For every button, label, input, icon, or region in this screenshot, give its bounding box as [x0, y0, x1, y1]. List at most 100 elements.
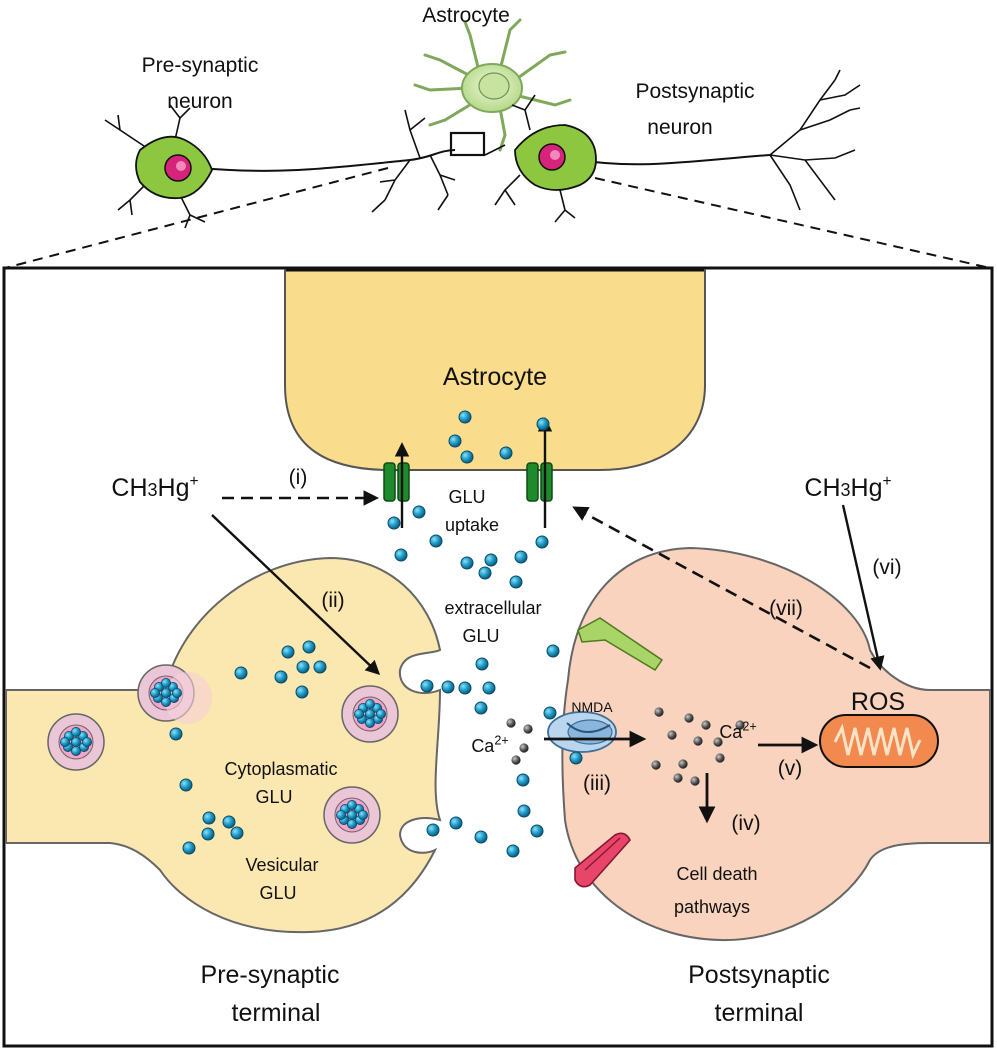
vesicular-glutamate-molecule	[375, 709, 386, 720]
glutamate-molecules	[60, 410, 583, 858]
calcium-right-label: Ca2+	[719, 719, 756, 742]
calcium-ion	[511, 755, 521, 765]
vesicular-glutamate-molecule	[335, 810, 346, 821]
glutamate-molecule	[182, 841, 196, 855]
pre-neuron-nucleolus	[176, 161, 186, 171]
glutamate-molecule	[569, 751, 583, 765]
top-astrocyte	[413, 18, 572, 152]
glutamate-molecule	[234, 666, 248, 680]
glutamate-molecule	[387, 516, 401, 530]
glutamate-molecule	[460, 556, 474, 570]
glutamate-molecule	[441, 680, 455, 694]
post-neuron-nucleolus	[550, 150, 560, 160]
extracellular-label-2: GLU	[462, 626, 499, 646]
vesicular-glutamate-molecule	[160, 697, 171, 708]
calcium-ion	[713, 737, 723, 747]
pre-terminal-label-2: terminal	[232, 999, 321, 1027]
glutamate-molecule	[517, 804, 531, 818]
pre-neuron-label-1: Pre-synaptic	[142, 54, 259, 77]
glu-transporter-left	[383, 462, 410, 502]
pre-axon	[199, 149, 456, 172]
toxin-right-label: CH3Hg+	[804, 473, 891, 502]
glutamate-molecule	[202, 811, 216, 825]
calcium-ion	[519, 743, 529, 753]
glutamate-molecule	[295, 685, 309, 699]
post-axon-branches	[769, 69, 861, 211]
cytoplasmatic-label-2: GLU	[255, 787, 292, 807]
glutamate-molecule	[458, 410, 472, 424]
post-terminal-label-1: Postsynaptic	[688, 961, 830, 989]
calcium-ion	[667, 730, 677, 740]
calcium-ion	[678, 759, 688, 769]
glutamate-molecule	[478, 566, 492, 580]
glutamate-molecule	[412, 505, 426, 519]
calcium-ion	[654, 707, 664, 717]
post-terminal-label-2: terminal	[715, 999, 804, 1027]
glu-uptake-label-1: GLU	[448, 487, 485, 507]
glutamate-molecule	[509, 575, 523, 589]
toxin-left-label: CH3Hg+	[111, 473, 198, 502]
glutamate-molecule	[458, 681, 472, 695]
pre-terminal-branches	[371, 109, 456, 213]
pre-terminal-label-1: Pre-synaptic	[201, 961, 340, 989]
glutamate-molecule	[536, 417, 550, 431]
step-vii-label: (vii)	[769, 597, 803, 620]
calcium-left-label: Ca2+	[471, 733, 508, 756]
extracellular-label-1: extracellular	[444, 598, 541, 618]
cytoplasmatic-label-1: Cytoplasmatic	[224, 759, 337, 779]
glutamate-molecule	[535, 535, 549, 549]
glutamate-molecule	[474, 701, 488, 715]
astrocyte-process	[284, 269, 706, 471]
glutamate-molecule	[230, 826, 244, 840]
calcium-ion	[651, 760, 661, 770]
glutamate-molecule	[499, 446, 513, 460]
glutamate-molecule	[426, 823, 440, 837]
glu-transporter-right	[526, 462, 553, 502]
calcium-ion	[506, 718, 516, 728]
glutamate-molecule	[514, 550, 528, 564]
glutamate-molecule	[516, 773, 530, 787]
step-i-label: (i)	[289, 466, 308, 489]
glutamate-molecule	[222, 815, 236, 829]
vesicular-glutamate-molecule	[171, 688, 182, 699]
glutamate-molecule	[475, 657, 489, 671]
calcium-ion	[693, 736, 703, 746]
glutamate-molecule	[420, 679, 434, 693]
calcium-ion	[673, 773, 683, 783]
post-neuron-label-1: Postsynaptic	[635, 80, 754, 103]
calcium-ion	[684, 713, 694, 723]
glutamate-molecule	[429, 534, 443, 548]
top-astrocyte-label: Astrocyte	[422, 4, 510, 27]
inset-astrocyte-label: Astrocyte	[443, 363, 547, 391]
step-iv-label: (iv)	[731, 812, 760, 835]
glutamate-molecule	[448, 434, 462, 448]
glutamate-molecule	[546, 644, 560, 658]
pre-synaptic-terminal	[5, 556, 442, 934]
calcium-ion	[735, 720, 745, 730]
vesicular-glutamate-molecule	[60, 737, 71, 748]
post-neuron-label-2: neuron	[647, 116, 712, 139]
calcium-ions	[506, 707, 745, 786]
overview: Astrocyte Pre-synaptic neuron Postsynapt…	[4, 4, 991, 269]
step-vi-label: (vi)	[872, 556, 901, 579]
glutamate-molecule	[460, 450, 474, 464]
glutamate-molecule	[394, 548, 408, 562]
glutamate-molecule	[201, 827, 215, 841]
glutamate-molecule	[543, 706, 557, 720]
vesicular-glutamate-molecule	[346, 819, 357, 830]
vesicular-glutamate-molecule	[364, 699, 375, 710]
glutamate-molecule	[506, 844, 520, 858]
vesicular-glutamate-molecule	[71, 746, 82, 757]
arrow-ii	[211, 514, 381, 675]
zoom-box	[449, 131, 486, 157]
glutamate-molecule	[179, 778, 193, 792]
vesicular-glutamate-molecule	[71, 727, 82, 738]
post-axon	[579, 154, 771, 166]
vesicular-label-1: Vesicular	[245, 855, 318, 875]
vesicular-glutamate-molecule	[160, 678, 171, 689]
glutamate-molecule	[530, 824, 544, 838]
cell-death-label-2: pathways	[674, 897, 750, 917]
step-iii-label: (iii)	[583, 772, 611, 795]
